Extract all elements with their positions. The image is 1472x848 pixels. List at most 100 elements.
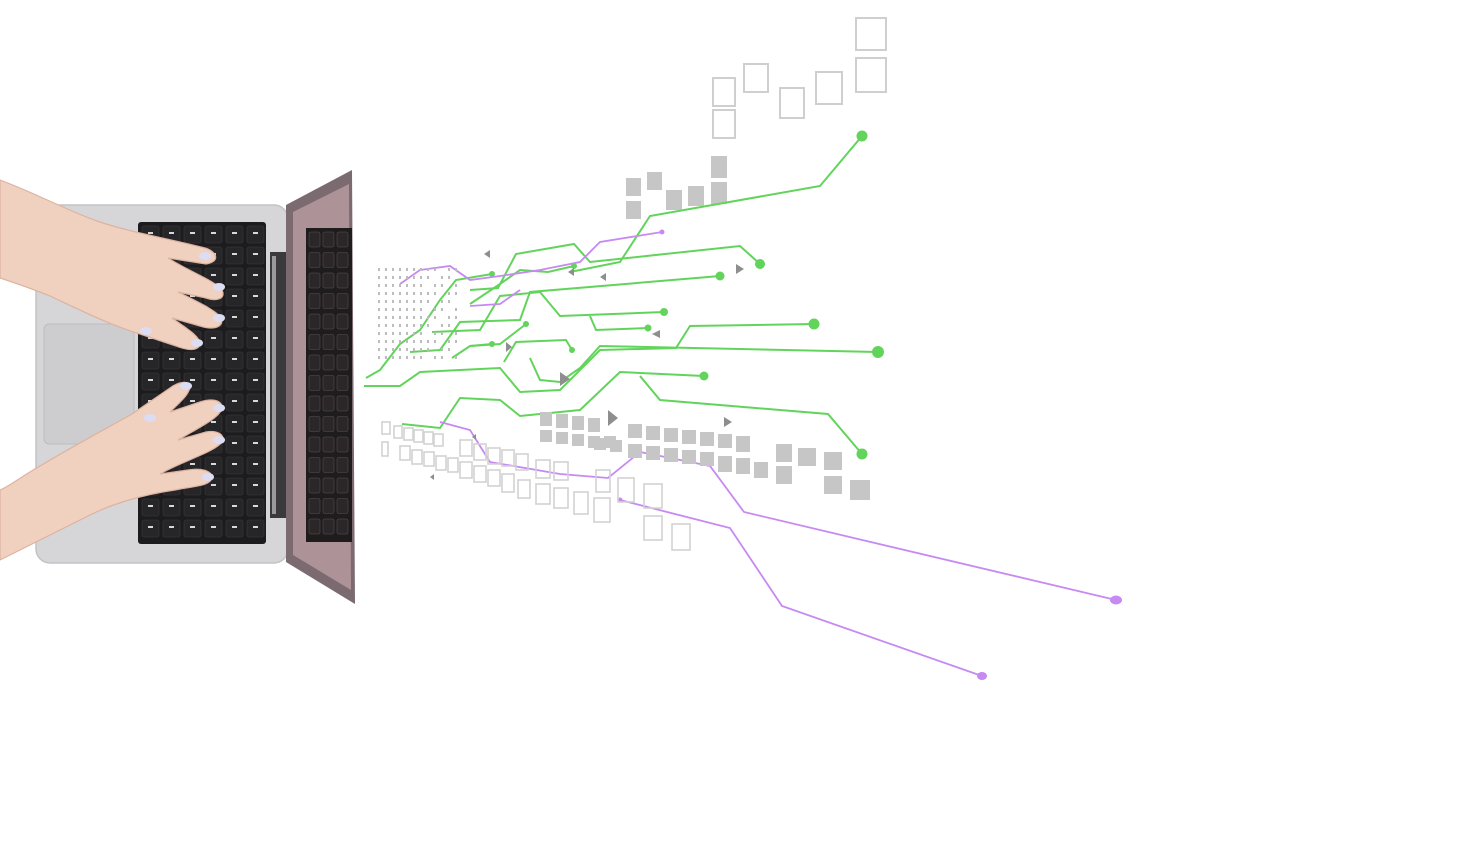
grid-dot [385,316,387,319]
grid-dot [448,316,450,319]
outline-trail [381,421,691,551]
outline-square [487,447,501,465]
outline-square [487,469,501,487]
outline-square [517,479,531,499]
key-glyph [253,526,258,528]
grid-dot [434,284,436,287]
grid-dot [392,332,394,335]
grid-dot [434,316,436,319]
grid-dot [392,300,394,303]
key-glyph [169,526,174,528]
block [718,456,732,472]
reflection-key [322,313,335,330]
key-glyph [253,505,258,507]
grid-dot [427,300,429,303]
circuit-line [399,231,663,285]
arrow-icon [560,372,570,386]
key-glyph [232,295,237,297]
reflection-key [336,498,349,514]
grid-dot [427,324,429,327]
block [682,450,696,464]
keyboard-key [183,498,202,517]
grid-dot [385,356,387,359]
reflection-key [308,334,321,350]
reflection-key [308,293,321,309]
keyboard-key [246,351,265,370]
reflection-key [336,272,349,289]
block [666,190,682,210]
key-glyph [211,358,216,360]
key-glyph [253,400,258,402]
grid-dot [413,356,415,359]
keyboard-key [246,519,265,538]
keyboard-key [204,330,223,349]
reflection-key [322,375,335,391]
key-glyph [169,358,174,360]
grid-dot [413,340,415,343]
outline-square [411,449,423,465]
outline-square [712,77,736,107]
block [824,476,842,494]
lower-hand [0,381,224,561]
keyboard-key [204,372,223,391]
keyboard-key [225,288,244,307]
key-glyph [232,316,237,318]
block [572,434,584,446]
keyboard-key [225,225,244,244]
key-glyph [148,505,153,507]
key-glyph [232,337,237,339]
key-glyph [232,484,237,486]
grid-dot [392,292,394,295]
keyboard-key [225,246,244,265]
arrow-icon [724,417,732,427]
circuit-line [439,421,1117,601]
grid-dot [420,316,422,319]
keyboard-key [246,414,265,433]
circuit-line [431,290,665,333]
reflection-key [308,457,321,473]
reflection-key [322,395,335,412]
grid-dot [399,276,401,279]
outline-square [399,445,411,461]
reflection-keys [308,231,349,535]
grid-dot [427,348,429,351]
key-glyph [211,232,216,234]
reflection-key [308,436,321,453]
grid-dot [392,356,394,359]
keyboard-key [225,351,244,370]
outline-square [617,477,635,503]
circuit-line [619,499,983,677]
keyboard-key [246,498,265,517]
nail [191,339,203,347]
grid-dot [441,284,443,287]
circuit-line [639,375,863,455]
key-glyph [169,232,174,234]
grid-dot [385,284,387,287]
block [610,440,622,452]
key-glyph [253,337,258,339]
circuit-node [808,318,820,330]
reflection-key [308,375,321,391]
grid-dot [378,348,380,351]
keyboard-key [162,498,181,517]
arrow-icon [506,342,512,352]
hands [0,179,225,561]
grid-dot [406,292,408,295]
grid-dot [385,324,387,327]
arrow-icon [484,250,490,258]
reflection-key [322,518,335,535]
block [556,414,568,428]
block [850,480,870,500]
upper-hand [0,179,224,351]
grid-dot [427,316,429,319]
grid-dot [378,324,380,327]
grid-dot [399,356,401,359]
nail [140,327,152,335]
block [824,452,842,470]
grid-dot [441,324,443,327]
grid-dot [385,340,387,343]
keyboard-key [204,498,223,517]
grid-dot [413,308,415,311]
grid-dot [399,316,401,319]
reflection-key [308,231,321,248]
